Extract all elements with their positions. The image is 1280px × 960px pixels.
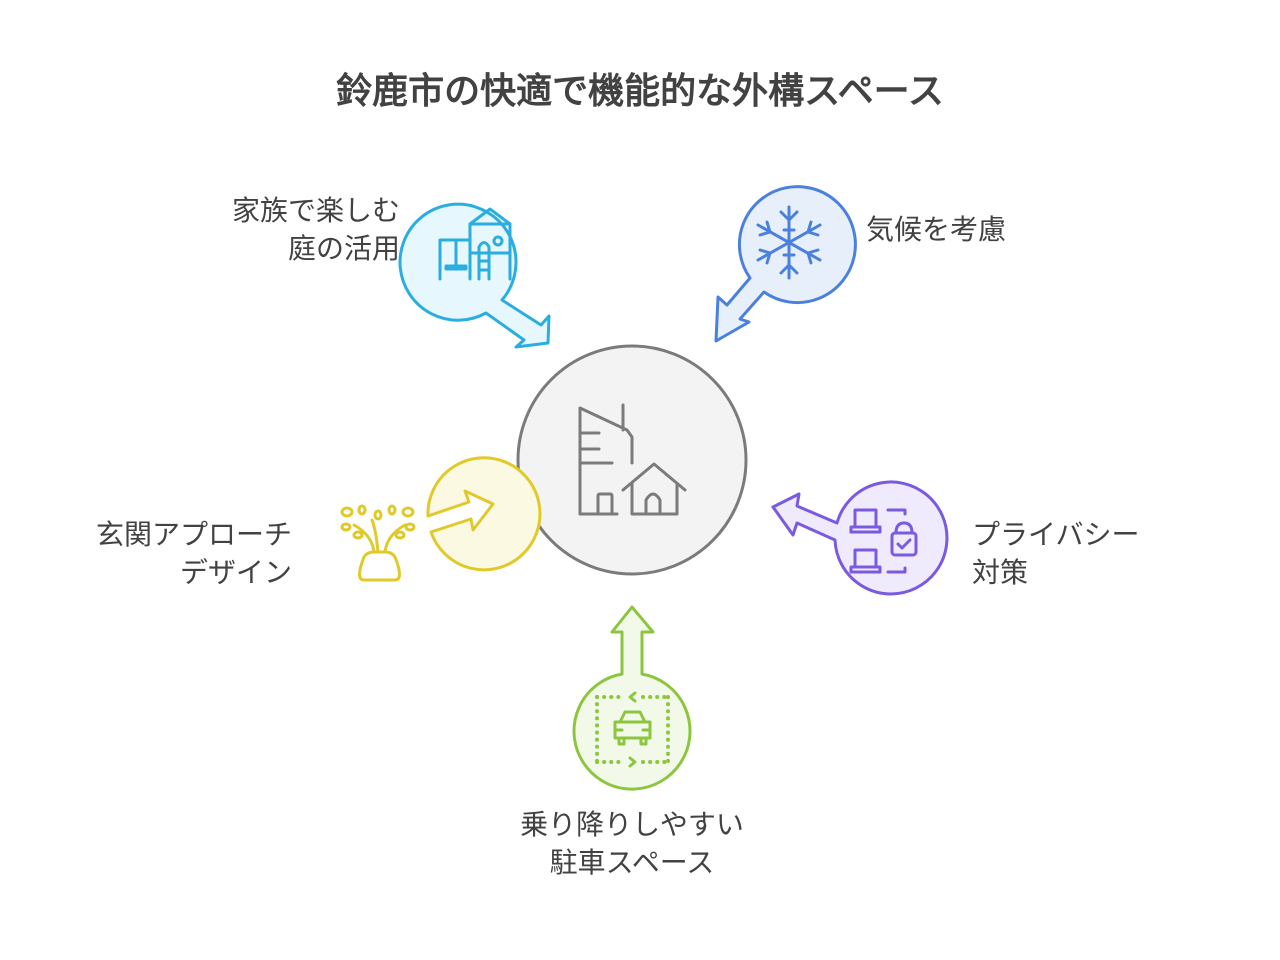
label-climate: 気候を考慮 xyxy=(866,211,1116,249)
label-line: 対策 xyxy=(972,556,1029,589)
label-line: デザイン xyxy=(179,556,292,589)
node-parking xyxy=(572,605,692,791)
building-and-house-icon xyxy=(578,403,687,516)
diagram-title: 鈴鹿市の快適で機能的な外構スペース xyxy=(336,71,944,112)
snowflake-icon xyxy=(756,205,822,280)
laptops-lock-icon xyxy=(849,508,918,574)
label-line: プライバシー xyxy=(972,518,1140,551)
label-line: 乗り降りしやすい xyxy=(520,808,744,841)
label-entrance-approach: 玄関アプローチ デザイン xyxy=(40,516,292,592)
label-line: 気候を考慮 xyxy=(866,213,1007,246)
node-climate xyxy=(714,185,857,343)
label-privacy: プライバシー 対策 xyxy=(972,516,1222,592)
node-entrance-approach xyxy=(340,456,542,582)
car-parking-icon xyxy=(595,691,670,768)
label-line: 庭の活用 xyxy=(287,232,400,265)
node-privacy xyxy=(771,480,949,596)
label-line: 駐車スペース xyxy=(549,846,715,879)
playground-icon xyxy=(438,207,512,281)
label-line: 家族で楽しむ xyxy=(231,194,400,227)
plant-pot-icon xyxy=(340,504,416,582)
center-node xyxy=(516,344,748,576)
node-family-garden xyxy=(398,202,551,349)
label-parking: 乗り降りしやすい 駐車スペース xyxy=(432,806,832,882)
label-line: 玄関アプローチ xyxy=(95,518,292,551)
label-family-garden: 家族で楽しむ 庭の活用 xyxy=(150,192,400,268)
